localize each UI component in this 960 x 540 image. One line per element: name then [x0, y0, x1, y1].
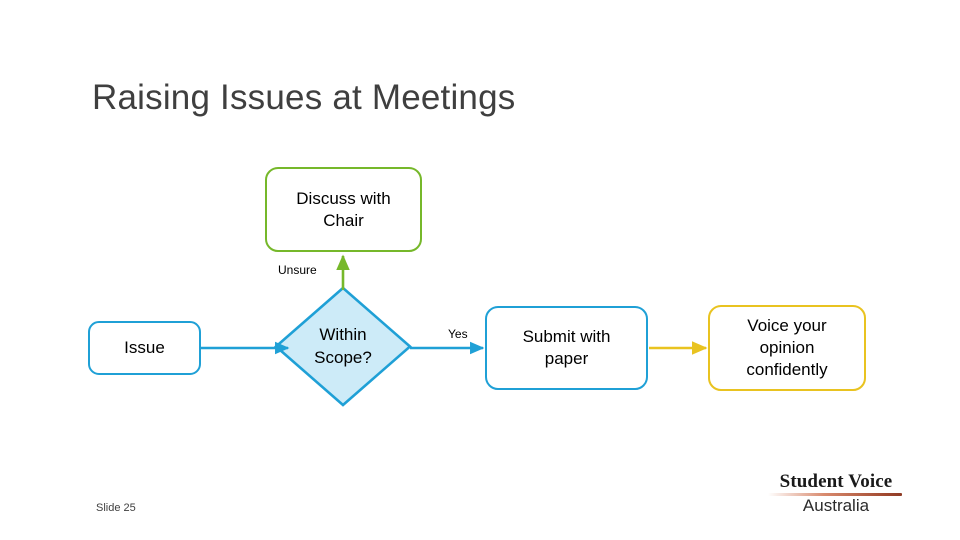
edge-label-yes: Yes: [448, 327, 468, 341]
flow-node-issue[interactable]: Issue: [88, 321, 201, 375]
edge-label-unsure: Unsure: [278, 263, 317, 277]
flow-node-submit-paper[interactable]: Submit with paper: [485, 306, 648, 390]
flow-node-voice-opinion[interactable]: Voice your opinion confidently: [708, 305, 866, 391]
page-title: Raising Issues at Meetings: [92, 78, 516, 117]
flow-node-label: Submit with paper: [522, 327, 611, 368]
flow-node-label: Voice your opinion confidently: [746, 316, 828, 379]
flow-node-discuss-chair[interactable]: Discuss with Chair: [265, 167, 422, 252]
student-voice-australia-logo: Student Voice Australia: [768, 472, 904, 522]
decision-diamond-shape: [274, 286, 412, 407]
logo-divider: [768, 493, 902, 496]
flow-node-label: Issue: [124, 338, 165, 358]
flow-node-label: Within Scope?: [314, 325, 372, 367]
slide-number: Slide 25: [96, 502, 136, 514]
flow-node-within-scope[interactable]: Within Scope?: [276, 288, 410, 405]
logo-secondary-text: Australia: [802, 496, 870, 515]
flow-node-label: Discuss with Chair: [296, 188, 391, 230]
logo-primary-text: Student Voice: [779, 471, 893, 492]
